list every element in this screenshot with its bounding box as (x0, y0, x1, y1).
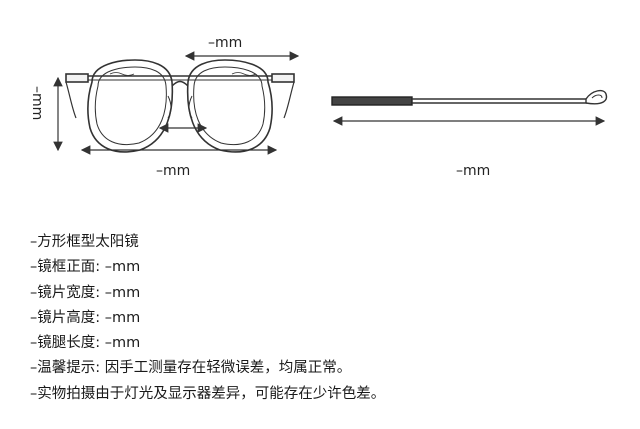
glasses-side-view (331, 89, 608, 106)
left-hinge (65, 73, 89, 83)
spec-item-lens-width: –镜片宽度: –mm (30, 284, 141, 301)
right-hinge (271, 73, 295, 83)
spec-item-lens-height: –镜片高度: –mm (30, 309, 141, 326)
spec-item-type: –方形框型太阳镜 (30, 234, 139, 250)
glasses-front-view (65, 59, 295, 153)
bridge (171, 80, 189, 87)
temple-arm (412, 98, 587, 104)
temple-length-label: –mm (456, 163, 490, 179)
frame-width-label: –mm (156, 163, 190, 179)
lens-height-label: –mm (29, 86, 45, 120)
temple-front-block (331, 96, 413, 106)
temple-tip (585, 89, 608, 105)
spec-item-temple-length: –镜腿长度: –mm (30, 335, 141, 352)
bridge-label: –mm (208, 35, 242, 51)
front-dimension-lines (53, 51, 300, 155)
spec-item-color-note: –实物拍摄由于灯光及显示器差异，可能存在少许色差。 (30, 385, 386, 402)
glasses-dimension-diagram: –mm –mm –mm –mm (29, 35, 608, 179)
spec-list: –方形框型太阳镜 –镜框正面: –mm –镜片宽度: –mm –镜片高度: –m… (30, 230, 385, 407)
spec-item-frame-front: –镜框正面: –mm (30, 259, 141, 276)
spec-item-measurement-note: –温馨提示: 因手工测量存在轻微误差，均属正常。 (30, 360, 352, 377)
